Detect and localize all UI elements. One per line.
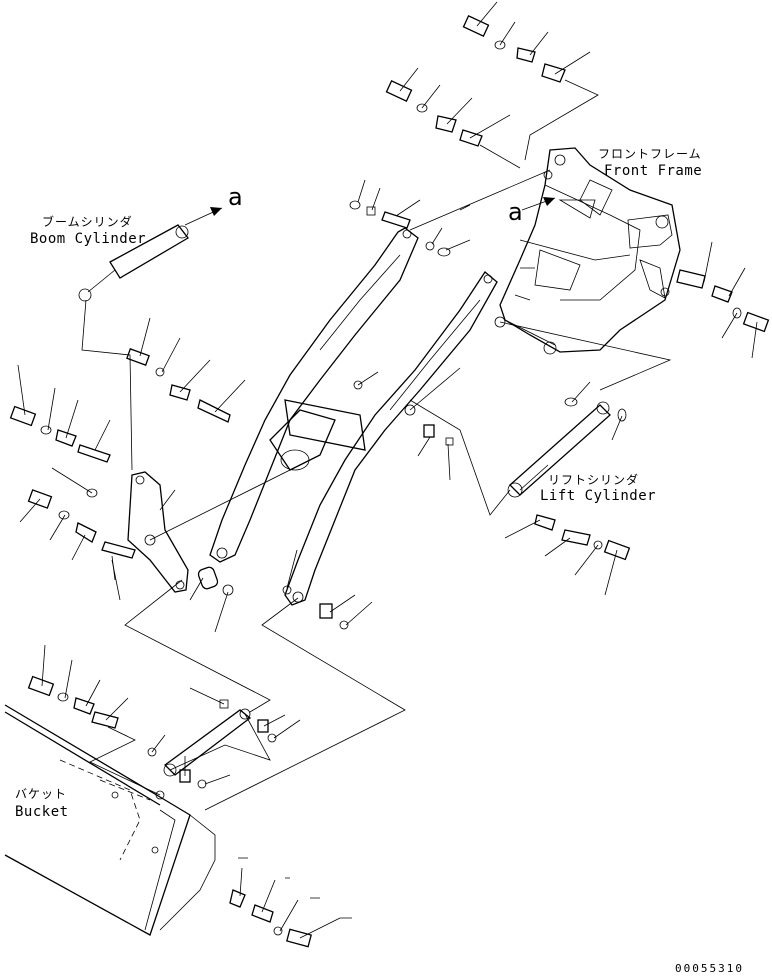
leader-lines: [17, 1, 758, 939]
bucket-label-jp: バケット: [15, 787, 68, 801]
boom-cylinder-label-jp: ブームシリンダ: [42, 215, 133, 229]
front-frame: [494, 147, 681, 355]
bucket-link: [163, 708, 252, 777]
document-number: 00055310: [675, 962, 744, 975]
callout-a-lower: a: [508, 198, 523, 226]
bell-crank: [127, 471, 189, 593]
bucket: [4, 704, 216, 936]
callout-a-upper: a: [228, 183, 243, 211]
lift-arm-right: [284, 271, 498, 606]
lift-arm-left: [209, 227, 419, 563]
boom-cylinder: [78, 224, 189, 302]
cross-tube: [269, 399, 366, 471]
lift-cylinder-label-jp: リフトシリンダ: [548, 473, 640, 487]
callout-arrows: [184, 197, 556, 226]
assembly-lines: [81, 79, 672, 811]
front-frame-label-en: Front Frame: [604, 163, 703, 179]
lift-cylinder: [507, 401, 611, 498]
boom-cylinder-label-en: Boom Cylinder: [30, 231, 147, 247]
fasteners: [9, 15, 770, 948]
lift-cylinder-label-en: Lift Cylinder: [540, 488, 657, 504]
front-frame-label-jp: フロントフレーム: [598, 147, 702, 161]
bucket-label-en: Bucket: [15, 804, 69, 820]
